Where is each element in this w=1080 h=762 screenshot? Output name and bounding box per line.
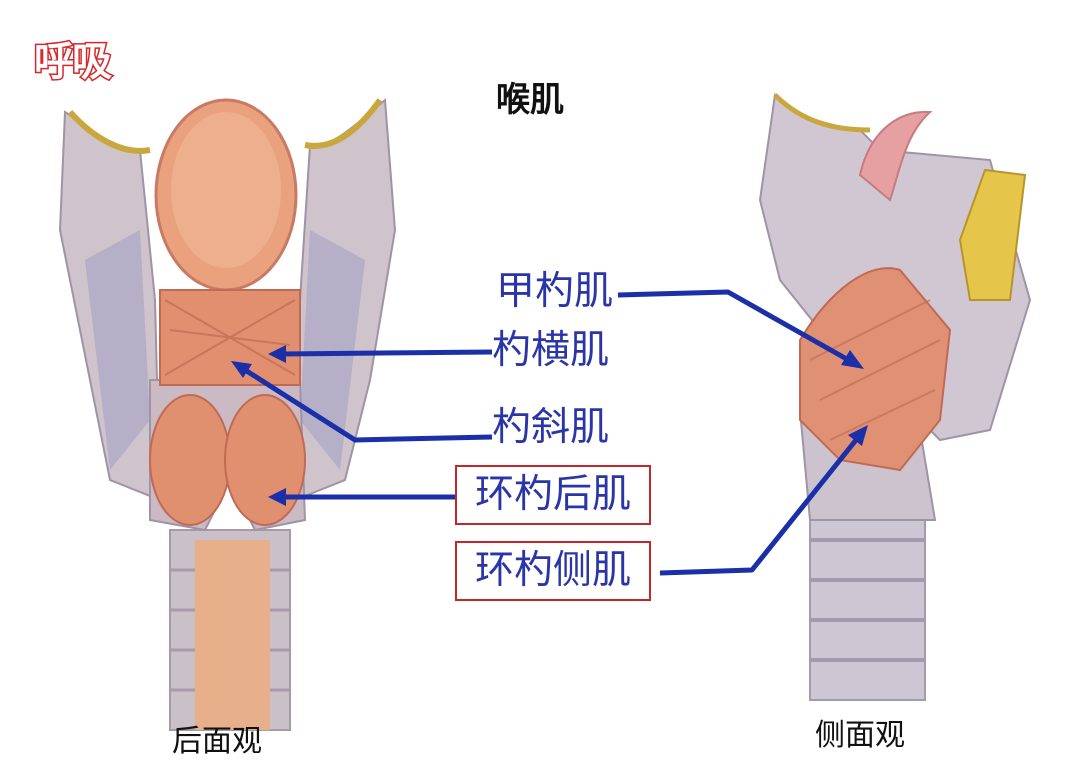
lateral-view-illustration	[758, 92, 1032, 701]
page-title: 喉肌	[496, 80, 564, 120]
arrowhead-lateral-cricoarytenoid	[848, 425, 868, 446]
arrowhead-transverse-arytenoid	[268, 345, 286, 363]
caption-lateral-view: 侧面观	[815, 718, 905, 753]
pointer-arrows	[240, 289, 862, 576]
arrow-transverse-arytenoid	[281, 349, 493, 357]
arrowhead-posterior-cricoarytenoid	[268, 488, 286, 506]
arrow-heads	[231, 345, 868, 506]
arrow-thyroarytenoid	[617, 289, 854, 365]
label-posterior-cricoarytenoid: 环杓后肌	[455, 465, 652, 525]
arrowhead-thyroarytenoid	[841, 350, 864, 369]
label-transverse-arytenoid: 杓横肌	[492, 328, 610, 373]
label-thyroarytenoid: 甲杓肌	[496, 269, 614, 314]
logo: 呼吸	[33, 38, 114, 87]
arrow-lateral-cricoarytenoid	[659, 433, 862, 576]
label-lateral-cricoarytenoid: 环杓侧肌	[455, 541, 652, 601]
arrow-oblique-arytenoid	[240, 365, 493, 443]
caption-posterior-view: 后面观	[172, 724, 262, 759]
arrowhead-oblique-arytenoid	[231, 361, 252, 378]
label-oblique-arytenoid: 杓斜肌	[492, 405, 610, 450]
posterior-view-illustration	[58, 97, 397, 731]
